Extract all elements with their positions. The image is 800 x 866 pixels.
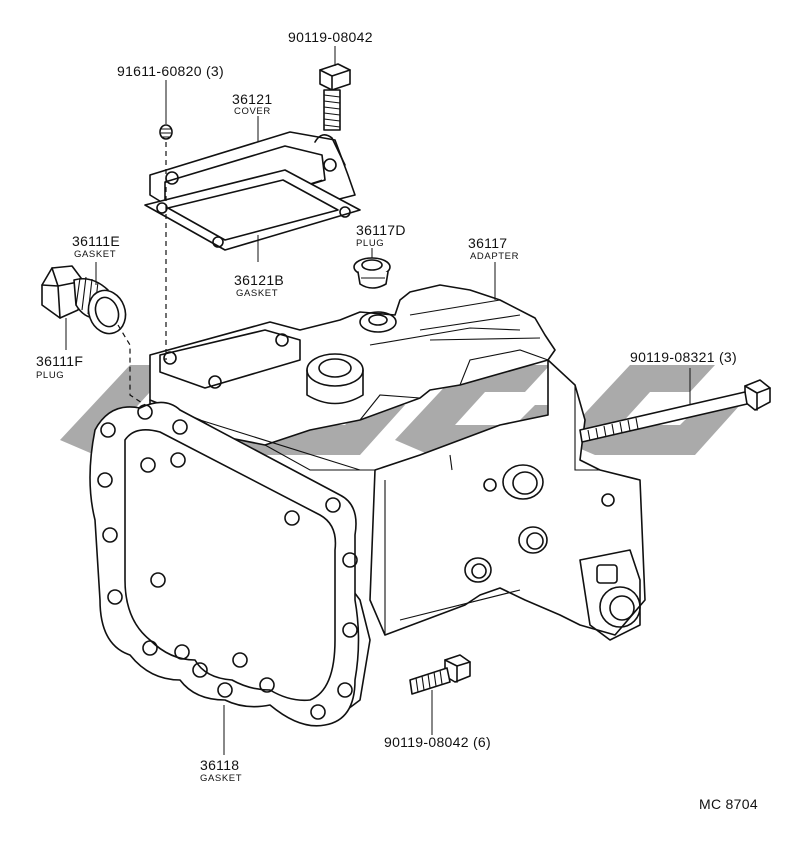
label-bolt-cover: 91611-60820 (3) — [117, 63, 224, 79]
cover-bolt-91611 — [159, 124, 173, 140]
label-adapter: 36117 — [468, 235, 507, 251]
label-gasket-main-name: GASKET — [200, 773, 242, 784]
main-gasket-36118 — [89, 401, 360, 727]
cover-gasket-36121b — [144, 169, 361, 251]
label-plug-d: 36117D — [356, 222, 406, 238]
label-cover-gasket: 36121B — [234, 272, 284, 288]
part-labels: 90119-08042 91611-60820 (3) 36121 COVER … — [36, 29, 758, 812]
label-cover-gasket-name: GASKET — [236, 288, 278, 299]
label-cover-name: COVER — [234, 106, 271, 117]
label-plug-d-name: PLUG — [356, 238, 384, 249]
label-bottom-bolt: 90119-08042 (6) — [384, 734, 491, 750]
label-long-bolt: 90119-08321 (3) — [630, 349, 737, 365]
label-gasket-e-name: GASKET — [74, 249, 116, 260]
leader-lines — [65, 46, 691, 755]
label-cover: 36121 — [232, 91, 272, 107]
label-plug-f: 36111F — [36, 353, 83, 369]
label-gasket-e: 36111E — [72, 233, 120, 249]
label-bolt-top: 90119-08042 — [288, 29, 373, 45]
label-adapter-name: ADAPTER — [470, 251, 519, 262]
long-bolt-90119-08321 — [579, 379, 771, 443]
label-plug-f-name: PLUG — [36, 370, 64, 381]
label-gasket-main: 36118 — [200, 757, 239, 773]
alignment-lines — [117, 142, 167, 406]
diagram-code: MC 8704 — [699, 796, 758, 812]
gasket-36111e — [87, 289, 127, 335]
top-bolt-90119-08042 — [319, 63, 351, 131]
plug-36117d — [353, 257, 391, 289]
bottom-bolt-90119-08042 — [409, 654, 471, 695]
